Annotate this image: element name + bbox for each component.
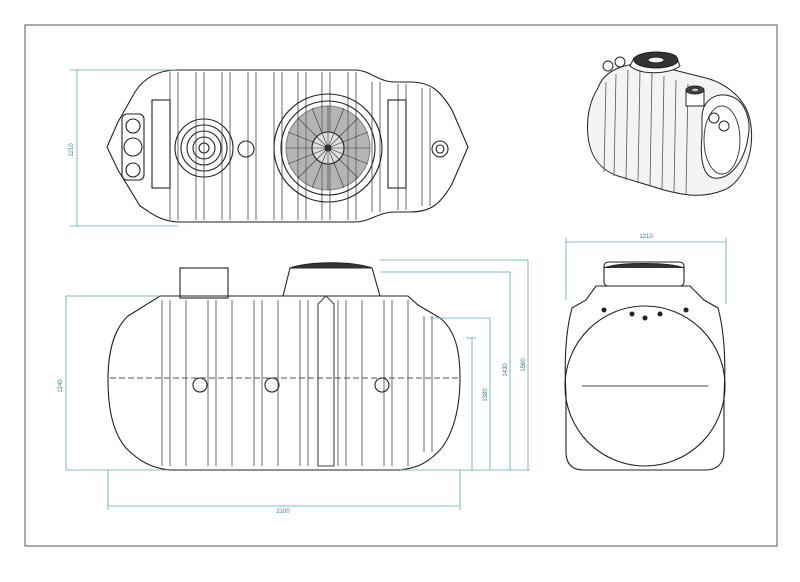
iso-ports xyxy=(602,56,730,132)
side-ports xyxy=(192,377,390,393)
end-view-dimension xyxy=(565,238,727,304)
centre-nozzle xyxy=(237,140,255,158)
end-view xyxy=(564,261,726,471)
side-body xyxy=(107,295,461,471)
iso-turret xyxy=(685,85,705,107)
end-view-dish xyxy=(564,305,726,467)
dimension-inlet-height: 1430 xyxy=(503,363,509,377)
dimension-length: 2100 xyxy=(276,509,290,515)
iso-dome xyxy=(629,51,681,74)
large-manhole xyxy=(273,93,383,203)
dome-manhole xyxy=(282,267,381,297)
drawing-frame xyxy=(24,24,778,547)
top-view-dimension xyxy=(70,69,178,227)
top-view-outline xyxy=(106,69,469,223)
right-panel xyxy=(387,99,407,189)
dimension-top-width: 1210 xyxy=(69,143,75,157)
dimension-body-height: 1240 xyxy=(58,379,64,393)
side-view xyxy=(107,262,461,471)
dimension-end-width: 1210 xyxy=(639,234,653,240)
inlet-turret xyxy=(179,267,229,299)
dimension-outlet-height: 1380 xyxy=(483,388,489,402)
right-nozzle xyxy=(431,140,449,158)
side-view-dimensions xyxy=(65,259,530,510)
left-port-cluster xyxy=(121,113,145,181)
small-manhole xyxy=(174,118,234,178)
end-view-bolts xyxy=(601,307,689,321)
dimension-overall-height: 1560 xyxy=(521,358,527,372)
left-panel xyxy=(151,99,171,189)
side-view-ribs xyxy=(161,300,433,466)
isometric-view xyxy=(587,51,753,196)
top-view xyxy=(106,69,469,223)
iso-ribs xyxy=(603,69,689,195)
end-view-body xyxy=(564,285,726,471)
